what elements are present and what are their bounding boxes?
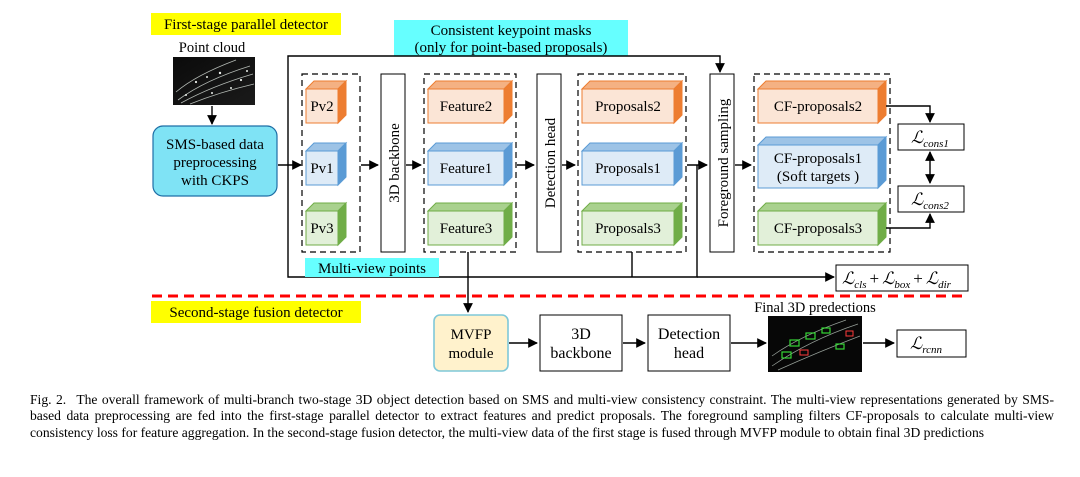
svg-text:MVFP: MVFP bbox=[451, 327, 492, 343]
svg-text:CF-proposals3: CF-proposals3 bbox=[774, 221, 862, 237]
svg-text:CF-proposals1: CF-proposals1 bbox=[774, 151, 862, 167]
svg-text:Proposals2: Proposals2 bbox=[595, 99, 661, 115]
s2-detection-head-box: Detection head bbox=[647, 314, 731, 372]
feature2-box: Feature2 bbox=[426, 79, 514, 125]
svg-text:Pv2: Pv2 bbox=[310, 99, 333, 115]
cf-proposals3-box: CF-proposals3 bbox=[756, 201, 888, 247]
multi-view-points-label: Multi-view points bbox=[305, 258, 439, 277]
cf-proposals1-box: CF-proposals1 (Soft targets ) bbox=[756, 135, 888, 190]
svg-text:Detection: Detection bbox=[658, 326, 720, 343]
svg-text:head: head bbox=[674, 345, 704, 362]
svg-text:Feature1: Feature1 bbox=[440, 161, 492, 177]
final-predictions-label: Final 3D predections bbox=[754, 300, 876, 316]
svg-text:Multi-view points: Multi-view points bbox=[318, 261, 426, 277]
second-stage-label: Second-stage fusion detector bbox=[151, 301, 361, 323]
proposals3-box: Proposals3 bbox=[580, 201, 684, 247]
svg-text:backbone: backbone bbox=[550, 345, 611, 362]
feature1-box: Feature1 bbox=[426, 141, 514, 187]
svg-text:3D: 3D bbox=[571, 326, 591, 343]
svg-text:with CKPS: with CKPS bbox=[181, 173, 249, 189]
consistent-masks-label: Consistent keypoint masks (only for poin… bbox=[394, 20, 628, 56]
svg-text:Foreground sampling: Foreground sampling bbox=[716, 98, 732, 227]
svg-text:Second-stage fusion detector: Second-stage fusion detector bbox=[169, 305, 342, 321]
proposals2-box: Proposals2 bbox=[580, 79, 684, 125]
sms-preprocessing-box: SMS-based data preprocessing with CKPS bbox=[152, 125, 278, 197]
backbone-3d-box: 3D backbone bbox=[380, 73, 406, 253]
svg-text:Proposals3: Proposals3 bbox=[595, 221, 661, 237]
s2-backbone-box: 3D backbone bbox=[539, 314, 623, 372]
pv-group-frame bbox=[301, 73, 361, 253]
svg-text:SMS-based data: SMS-based data bbox=[166, 137, 264, 153]
svg-text:preprocessing: preprocessing bbox=[173, 155, 257, 171]
feature-group-frame bbox=[423, 73, 517, 253]
mvfp-module-box: MVFP module bbox=[433, 314, 509, 372]
point-cloud-image bbox=[173, 57, 255, 105]
cf-proposals-group-frame bbox=[753, 73, 891, 253]
feature3-box: Feature3 bbox=[426, 201, 514, 247]
svg-text:Detection head: Detection head bbox=[543, 117, 559, 208]
svg-text:module: module bbox=[449, 346, 494, 362]
loss-rcnn-box: ℒrcnn bbox=[896, 329, 967, 358]
figure-caption: Fig. 2. The overall framework of multi-b… bbox=[30, 392, 1054, 441]
pv1-box: Pv1 bbox=[304, 141, 348, 187]
svg-text:Pv3: Pv3 bbox=[310, 221, 333, 237]
svg-text:Pv1: Pv1 bbox=[310, 161, 333, 177]
first-stage-label: First-stage parallel detector bbox=[151, 13, 341, 35]
svg-text:3D backbone: 3D backbone bbox=[387, 123, 403, 203]
foreground-sampling-box: Foreground sampling bbox=[709, 73, 735, 253]
loss-cls-box-dir-box: ℒcls+ℒbox+ℒdir bbox=[835, 264, 969, 292]
svg-text:First-stage parallel detector: First-stage parallel detector bbox=[164, 17, 328, 33]
svg-text:Feature3: Feature3 bbox=[440, 221, 492, 237]
loss-cons2-box: ℒcons2 bbox=[897, 185, 965, 213]
figure-number: Fig. 2. bbox=[30, 392, 67, 407]
svg-text:CF-proposals2: CF-proposals2 bbox=[774, 99, 862, 115]
svg-text:Consistent keypoint masks: Consistent keypoint masks bbox=[431, 23, 592, 39]
cf-proposals2-box: CF-proposals2 bbox=[756, 79, 888, 125]
framework-diagram: First-stage parallel detector Consistent… bbox=[151, 13, 969, 372]
loss-cons1-box: ℒcons1 bbox=[897, 123, 965, 151]
svg-text:Proposals1: Proposals1 bbox=[595, 161, 661, 177]
svg-text:Feature2: Feature2 bbox=[440, 99, 492, 115]
pv3-box: Pv3 bbox=[304, 201, 348, 247]
caption-text: The overall framework of multi-branch tw… bbox=[30, 392, 1054, 440]
detection-head-box: Detection head bbox=[536, 73, 562, 253]
proposals1-box: Proposals1 bbox=[580, 141, 684, 187]
point-cloud-label: Point cloud bbox=[179, 40, 246, 56]
final-predictions-image bbox=[768, 316, 862, 372]
svg-text:(only for point-based proposal: (only for point-based proposals) bbox=[415, 40, 608, 56]
pv2-box: Pv2 bbox=[304, 79, 348, 125]
svg-text:(Soft targets ): (Soft targets ) bbox=[777, 169, 859, 185]
